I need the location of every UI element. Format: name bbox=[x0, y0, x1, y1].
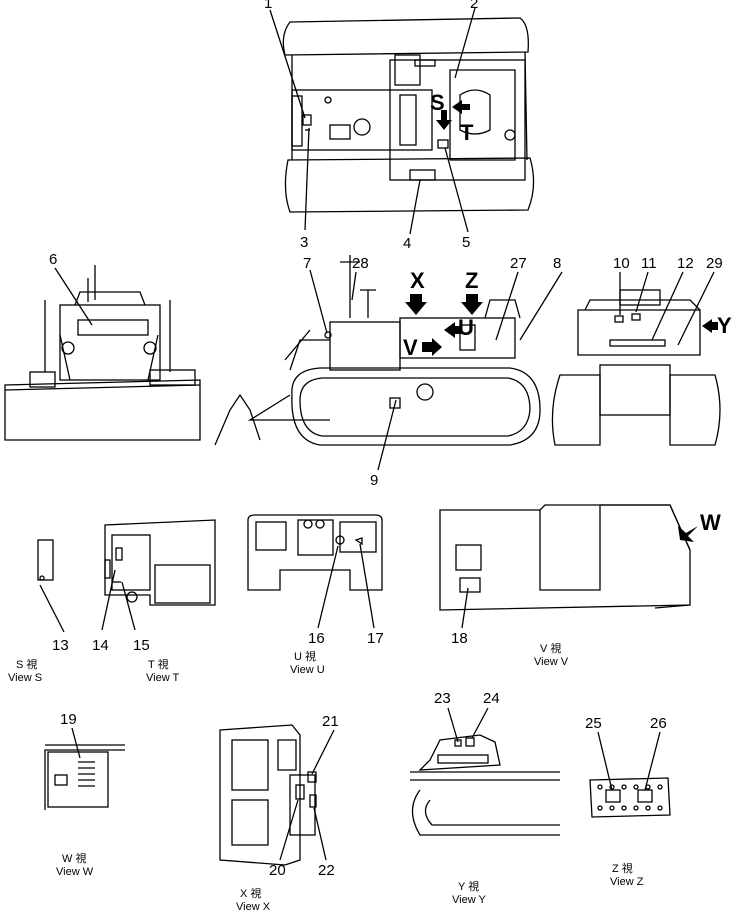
view-u-cjk: U 視 bbox=[294, 649, 316, 663]
view-t: 14 15 T 視 View T bbox=[92, 519, 216, 684]
callout-11: 11 bbox=[641, 255, 657, 272]
view-w-en: View W bbox=[56, 866, 94, 878]
callout-22: 22 bbox=[318, 862, 335, 879]
callout-10: 10 bbox=[613, 255, 630, 272]
callout-17: 17 bbox=[367, 630, 384, 647]
callout-16: 16 bbox=[308, 630, 325, 647]
view-v-cjk: V 視 bbox=[540, 641, 561, 655]
callout-3: 3 bbox=[300, 234, 308, 251]
view-s-en: View S bbox=[8, 672, 42, 684]
view-s: 13 S 視 View S bbox=[8, 539, 69, 684]
dir-label-v: V bbox=[403, 335, 418, 360]
view-z: 25 26 Z 視 View Z bbox=[585, 715, 671, 888]
callout-23: 23 bbox=[434, 690, 451, 707]
view-x-cjk: X 視 bbox=[240, 886, 261, 900]
callout-4: 4 bbox=[403, 235, 411, 252]
callout-29: 29 bbox=[706, 255, 723, 272]
view-u: 16 17 U 視 View U bbox=[247, 514, 384, 676]
callout-27: 27 bbox=[510, 255, 527, 272]
dir-label-y: Y bbox=[717, 313, 732, 338]
dir-label-x: X bbox=[410, 268, 425, 293]
callout-24: 24 bbox=[483, 690, 500, 707]
dir-label-t: T bbox=[460, 120, 474, 145]
callout-1: 1 bbox=[264, 0, 272, 12]
dir-label-w: W bbox=[700, 510, 721, 535]
view-w: 19 W 視 View W bbox=[44, 711, 125, 878]
view-y-cjk: Y 視 bbox=[458, 879, 479, 893]
view-t-cjk: T 視 bbox=[148, 657, 169, 671]
dir-label-z: Z bbox=[465, 268, 478, 293]
view-t-en: View T bbox=[146, 672, 180, 684]
callout-26: 26 bbox=[650, 715, 667, 732]
callout-13: 13 bbox=[52, 637, 69, 654]
view-v-en: View V bbox=[534, 656, 569, 668]
callout-21: 21 bbox=[322, 713, 339, 730]
callout-5: 5 bbox=[462, 234, 470, 251]
view-y-en: View Y bbox=[452, 894, 487, 906]
dir-label-u: U bbox=[458, 315, 474, 340]
view-x-en: View X bbox=[236, 901, 271, 913]
callout-12: 12 bbox=[677, 255, 694, 272]
view-u-en: View U bbox=[290, 664, 325, 676]
front-view: 6 bbox=[4, 251, 201, 441]
callout-2: 2 bbox=[470, 0, 478, 12]
rear-view: 10 11 12 29 Y bbox=[551, 255, 732, 446]
callout-28: 28 bbox=[352, 255, 369, 272]
callout-25: 25 bbox=[585, 715, 602, 732]
view-x: 21 20 22 X 視 View X bbox=[219, 713, 339, 913]
view-y: 23 24 Y 視 View Y bbox=[410, 690, 560, 906]
top-plan-view: S T 1 2 3 4 5 bbox=[264, 0, 535, 252]
view-s-cjk: S 視 bbox=[16, 657, 37, 671]
callout-14: 14 bbox=[92, 637, 109, 654]
view-z-cjk: Z 視 bbox=[612, 861, 633, 875]
callout-19: 19 bbox=[60, 711, 77, 728]
callout-9: 9 bbox=[370, 472, 378, 489]
callout-20: 20 bbox=[269, 862, 286, 879]
callout-7: 7 bbox=[303, 255, 311, 272]
callout-8: 8 bbox=[553, 255, 561, 272]
view-w-cjk: W 視 bbox=[62, 851, 86, 865]
view-v: 18 W V 視 View V bbox=[439, 504, 721, 668]
callout-15: 15 bbox=[133, 637, 150, 654]
callout-6: 6 bbox=[49, 251, 57, 268]
callout-18: 18 bbox=[451, 630, 468, 647]
side-view: 7 28 X Z U V 27 8 9 bbox=[214, 255, 563, 489]
view-z-en: View Z bbox=[610, 876, 644, 888]
dir-label-s: S bbox=[430, 90, 445, 115]
